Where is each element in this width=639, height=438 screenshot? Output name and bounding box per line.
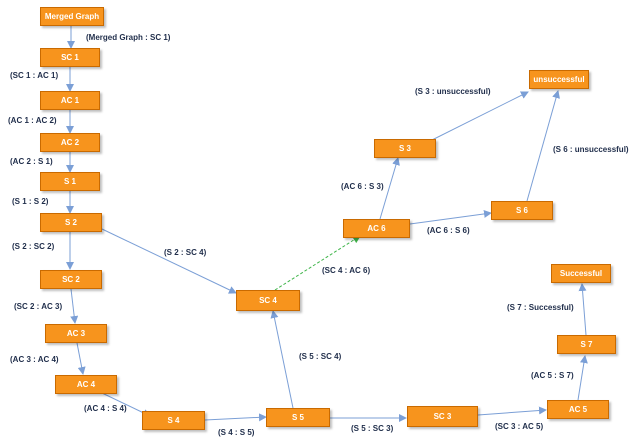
edge-label-s6-unsuccessful: (S 6 : unsuccessful) (553, 145, 629, 154)
node-ac5[interactable]: AC 5 (547, 400, 609, 419)
node-merged-graph[interactable]: Merged Graph (40, 7, 104, 26)
edge-sc4-ac6 (274, 235, 361, 291)
edge-s7-successful (578, 283, 587, 336)
node-s1[interactable]: S 1 (40, 172, 100, 191)
node-unsuccessful[interactable]: unsuccessful (529, 70, 589, 89)
edge-sc2-ac3 (70, 288, 79, 324)
edge-label-s5-sc3: (S 5 : SC 3) (351, 424, 394, 433)
node-s3[interactable]: S 3 (374, 139, 436, 158)
edge-ac5-s7 (577, 355, 588, 401)
edge-label-s3-unsuccessful: (S 3 : unsuccessful) (415, 87, 491, 96)
edge-label-ac1-ac2: (AC 1 : AC 2) (8, 116, 57, 125)
edge-s5-sc4 (270, 310, 294, 409)
node-s2[interactable]: S 2 (40, 213, 102, 232)
edge-label-mg-sc1: (Merged Graph : SC 1) (86, 33, 171, 42)
edge-label-s2-sc2: (S 2 : SC 2) (12, 242, 55, 251)
node-successful[interactable]: Successful (551, 264, 611, 283)
edge-s2-sc4 (101, 228, 237, 294)
edge-label-ac2-s1: (AC 2 : S 1) (10, 157, 53, 166)
edge-label-ac3-ac4: (AC 3 : AC 4) (10, 355, 59, 364)
node-s6[interactable]: S 6 (491, 201, 553, 220)
edge-s6-unsuccessful (526, 90, 560, 202)
edge-label-s7-successful: (S 7 : Successful) (507, 303, 574, 312)
edge-label-ac5-s7: (AC 5 : S 7) (531, 371, 574, 380)
edge-s4-s5 (204, 413, 267, 422)
edge-label-ac6-s6: (AC 6 : S 6) (427, 226, 470, 235)
node-sc4[interactable]: SC 4 (236, 290, 300, 311)
edge-label-sc3-ac5: (SC 3 : AC 5) (495, 422, 544, 431)
node-s7[interactable]: S 7 (557, 335, 616, 354)
node-ac4[interactable]: AC 4 (55, 375, 117, 394)
node-s4[interactable]: S 4 (142, 411, 205, 430)
node-s5[interactable]: S 5 (266, 408, 330, 427)
edge-s3-unsuccessful (429, 91, 529, 142)
node-sc2[interactable]: SC 2 (40, 270, 102, 289)
node-sc3[interactable]: SC 3 (407, 406, 478, 427)
edge-label-ac4-s4: (AC 4 : S 4) (84, 404, 127, 413)
edge-label-s1-s2: (S 1 : S 2) (12, 197, 49, 206)
edge-ac6-s3 (379, 157, 400, 220)
edge-label-s2-sc4: (S 2 : SC 4) (164, 248, 207, 257)
edge-label-sc1-ac1: (SC 1 : AC 1) (10, 71, 59, 80)
edge-sc3-ac5 (477, 406, 547, 416)
node-ac3[interactable]: AC 3 (45, 324, 107, 343)
edge-ac3-ac4 (76, 342, 86, 375)
node-ac2[interactable]: AC 2 (40, 133, 100, 152)
edge-label-s5-sc4: (S 5 : SC 4) (299, 352, 342, 361)
edge-label-s4-s5: (S 4 : S 5) (218, 428, 255, 437)
edge-label-sc2-ac3: (SC 2 : AC 3) (14, 302, 63, 311)
edge-label-sc4-ac6: (SC 4 : AC 6) (322, 266, 371, 275)
edge-label-ac6-s3: (AC 6 : S 3) (341, 182, 384, 191)
node-sc1[interactable]: SC 1 (40, 48, 100, 67)
node-ac1[interactable]: AC 1 (40, 91, 100, 110)
edge-ac6-s6 (409, 209, 492, 225)
node-ac6[interactable]: AC 6 (343, 219, 410, 238)
